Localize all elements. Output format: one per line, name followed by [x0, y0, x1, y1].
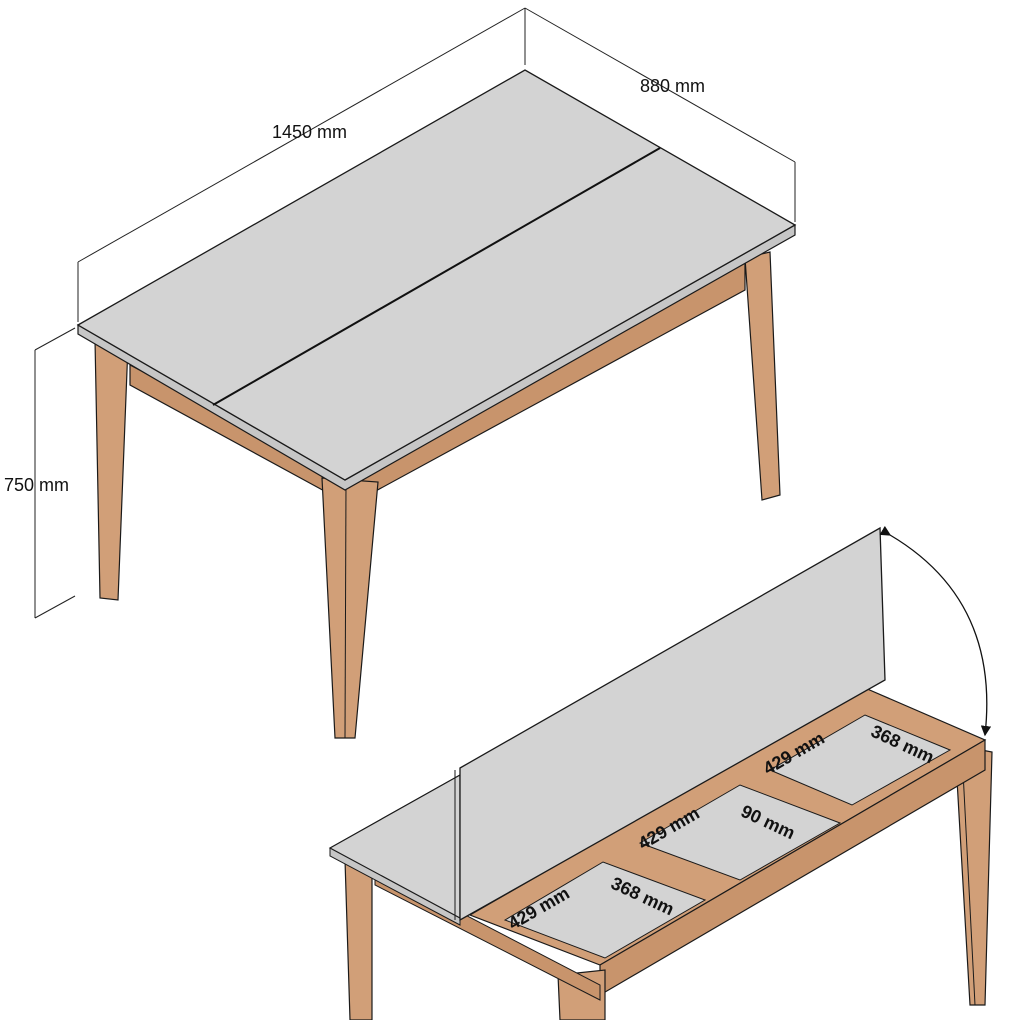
height-label: 750 mm — [4, 475, 70, 495]
rotation-arrow-icon — [879, 525, 992, 737]
length-label: 1450 mm — [272, 122, 348, 142]
closed-table — [76, 69, 797, 739]
open-table — [328, 526, 993, 1020]
width-label: 880 mm — [640, 76, 706, 96]
dimension-lines — [34, 7, 796, 619]
table-top — [76, 69, 797, 481]
